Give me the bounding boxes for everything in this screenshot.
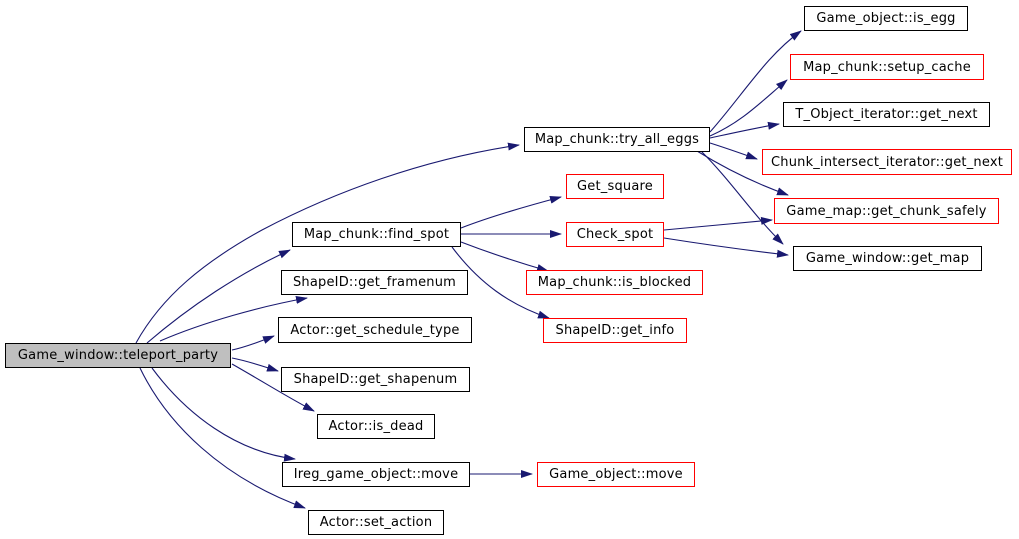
node-is_blocked[interactable]: Map_chunk::is_blocked (526, 270, 703, 295)
node-label-teleport_party: Game_window::teleport_party (17, 348, 219, 363)
edge-teleport_party-to-is_dead (231, 363, 315, 412)
node-label-get_square: Get_square (577, 179, 653, 194)
node-label-chunk_intersect_iterator_get_next: Chunk_intersect_iterator::get_next (770, 154, 1004, 170)
node-get_framenum[interactable]: ShapeID::get_framenum (281, 270, 468, 295)
node-get_map[interactable]: Game_window::get_map (793, 246, 982, 271)
node-label-game_object_move: Game_object::move (549, 467, 683, 482)
node-label-setup_cache: Map_chunk::setup_cache (803, 59, 971, 75)
node-label-is_egg: Game_object::is_egg (816, 11, 956, 26)
node-chunk_intersect_iterator_get_next[interactable]: Chunk_intersect_iterator::get_next (762, 149, 1012, 175)
node-get_info[interactable]: ShapeID::get_info (543, 318, 687, 343)
edge-check_spot-to-get_map (663, 237, 789, 258)
node-label-ireg_move: Ireg_game_object::move (293, 467, 459, 482)
edge-try_all_eggs-to-t_object_iterator_get_next (709, 121, 780, 139)
node-get_chunk_safely[interactable]: Game_map::get_chunk_safely (774, 198, 999, 224)
node-is_dead[interactable]: Actor::is_dead (317, 414, 435, 439)
node-ireg_move[interactable]: Ireg_game_object::move (282, 462, 470, 487)
node-label-t_object_iterator_get_next: T_Object_iterator::get_next (795, 107, 978, 122)
edge-teleport_party-to-find_spot (146, 249, 291, 344)
node-get_schedule_type[interactable]: Actor::get_schedule_type (278, 317, 472, 343)
edge-teleport_party-to-get_shapenum (231, 357, 279, 372)
node-game_object_move[interactable]: Game_object::move (537, 462, 695, 487)
edge-try_all_eggs-to-setup_cache (709, 79, 788, 137)
node-label-find_spot: Map_chunk::find_spot (303, 227, 450, 242)
node-set_action[interactable]: Actor::set_action (308, 510, 444, 535)
node-label-get_shapenum: ShapeID::get_shapenum (293, 372, 458, 387)
node-get_shapenum[interactable]: ShapeID::get_shapenum (281, 367, 470, 392)
node-label-get_info: ShapeID::get_info (555, 323, 675, 338)
node-label-is_blocked: Map_chunk::is_blocked (537, 275, 692, 290)
edge-find_spot-to-get_info (451, 246, 550, 319)
node-label-get_map: Game_window::get_map (805, 251, 970, 266)
edge-try_all_eggs-to-chunk_intersect_iterator_get_next (709, 142, 758, 160)
node-is_egg[interactable]: Game_object::is_egg (804, 6, 968, 31)
node-label-try_all_eggs: Map_chunk::try_all_eggs (534, 132, 700, 147)
node-t_object_iterator_get_next[interactable]: T_Object_iterator::get_next (783, 102, 990, 127)
edge-teleport_party-to-get_framenum (159, 295, 308, 342)
node-setup_cache[interactable]: Map_chunk::setup_cache (790, 54, 984, 80)
edge-try_all_eggs-to-is_egg (709, 30, 802, 133)
edge-try_all_eggs-to-get_map (700, 150, 784, 245)
node-find_spot[interactable]: Map_chunk::find_spot (292, 222, 461, 247)
edge-teleport_party-to-get_schedule_type (231, 335, 275, 351)
node-label-get_schedule_type: Actor::get_schedule_type (290, 322, 460, 338)
edge-teleport_party-to-set_action (139, 367, 306, 509)
edge-teleport_party-to-ireg_move (151, 367, 296, 462)
node-get_square[interactable]: Get_square (566, 174, 664, 199)
edge-find_spot-to-get_square (460, 195, 562, 229)
node-label-check_spot: Check_spot (576, 227, 654, 242)
node-label-is_dead: Actor::is_dead (328, 419, 424, 434)
node-try_all_eggs[interactable]: Map_chunk::try_all_eggs (524, 127, 710, 152)
node-check_spot[interactable]: Check_spot (566, 222, 664, 247)
node-teleport_party: Game_window::teleport_party (5, 343, 231, 368)
node-label-get_framenum: ShapeID::get_framenum (292, 275, 457, 290)
edge-find_spot-to-is_blocked (460, 241, 549, 272)
node-label-get_chunk_safely: Game_map::get_chunk_safely (786, 203, 987, 219)
edge-teleport_party-to-try_all_eggs (135, 142, 520, 344)
edge-check_spot-to-get_chunk_safely (663, 216, 773, 231)
node-label-set_action: Actor::set_action (319, 515, 433, 530)
